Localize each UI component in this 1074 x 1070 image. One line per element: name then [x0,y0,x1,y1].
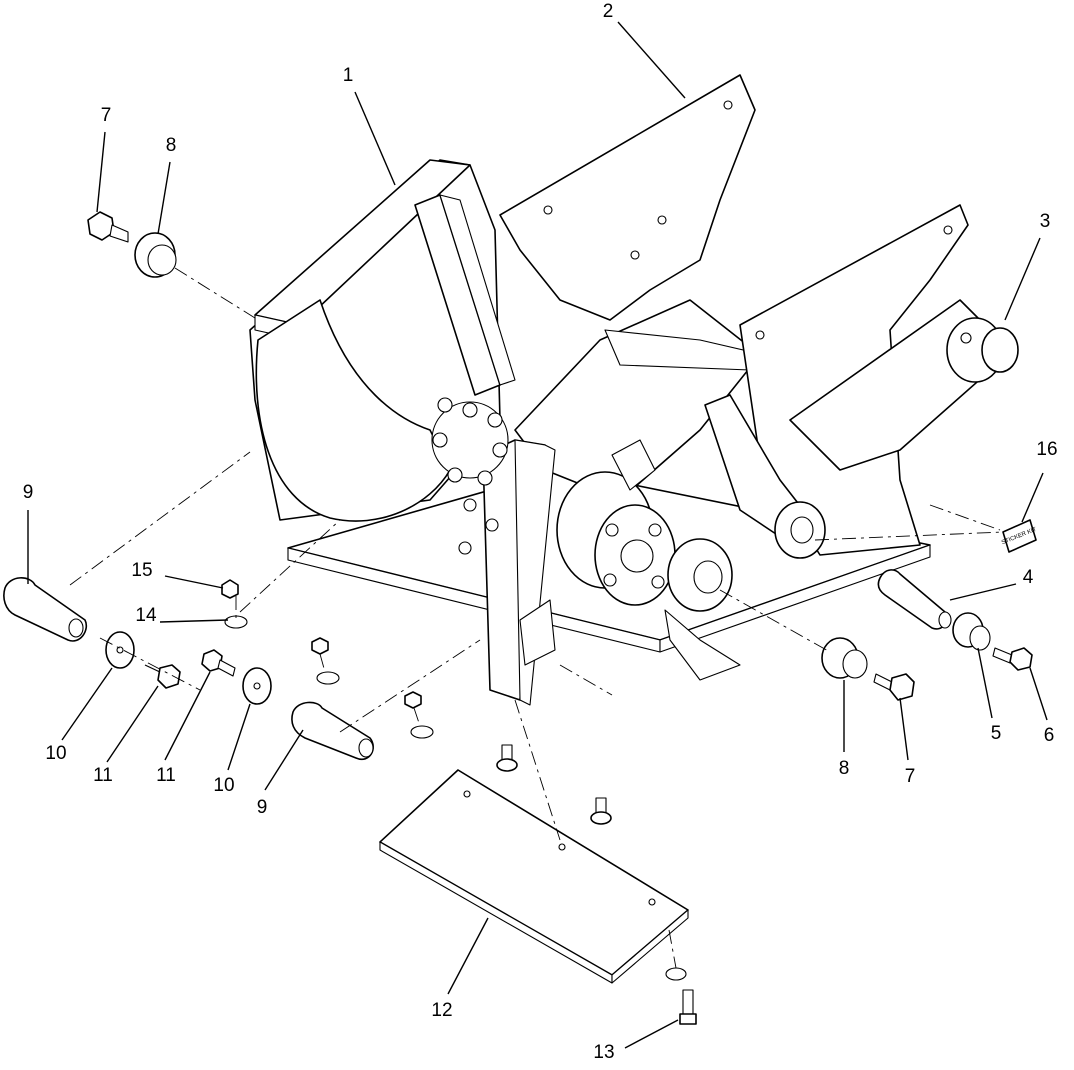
link-bushing-bore [790,516,814,544]
cutting-edge-plate [379,769,689,984]
motor-bolt [605,523,619,537]
washer-left-hole [116,646,124,654]
bushing-bottom [821,637,868,679]
roller-middle [291,701,374,761]
nut-15 [221,579,239,599]
bolt [447,467,463,483]
callout-3: 3 [1040,211,1051,232]
bolt [462,402,478,418]
leader-15 [164,575,224,589]
nut-mid [311,637,340,685]
bolt [458,541,472,555]
bolt-right [992,647,1033,671]
motor-bolt [648,523,662,537]
callout-15: 15 [131,560,152,581]
leader-5 [977,647,993,719]
pin-top-left [87,211,129,243]
callout-2: 2 [603,1,614,22]
callout-9b: 9 [257,797,268,818]
callout-labels: 1 2 3 4 5 6 7 7 8 8 9 9 10 10 11 11 12 1… [23,1,1058,1063]
callout-9a: 9 [23,482,34,503]
motor-shaft [620,539,654,573]
callout-8a: 8 [166,135,177,156]
nut-low [404,691,434,739]
leader-13 [624,1019,679,1049]
callout-12: 12 [431,1000,452,1021]
bolt [463,498,477,512]
callout-13: 13 [593,1042,614,1063]
pin-boss [946,317,1019,383]
leader-12 [447,917,489,995]
hole [657,215,667,225]
leader-1 [354,91,396,186]
motor-fitting [611,439,656,491]
bolt-left [144,664,181,689]
upright-beam-side [439,194,516,386]
hole [630,250,640,260]
bolt [477,470,493,486]
motor-bolt [603,573,617,587]
motor-bolt [651,575,665,589]
bolt-middle [201,649,236,677]
washer-middle-hole [253,682,261,690]
leader-10a [61,667,113,741]
frame-assembly [249,74,1019,706]
callout-7a: 7 [101,105,112,126]
hole [543,205,553,215]
bolt [487,412,503,428]
leader-7a [96,131,106,213]
pin-right [877,569,952,630]
callout-6: 6 [1044,725,1055,746]
lower-arm [664,609,741,681]
plate-bolt-a [496,744,518,772]
hole [755,330,765,340]
callout-11b: 11 [156,765,176,786]
upper-plate [499,74,756,321]
leader-8a [157,161,171,235]
curved-plate [255,299,451,522]
callout-10a: 10 [45,743,66,764]
callout-5: 5 [991,723,1002,744]
callout-7b: 7 [905,766,916,787]
callout-10b: 10 [213,775,234,796]
bushing-top-left [134,232,177,278]
callout-16: 16 [1036,439,1057,460]
leader-3 [1004,237,1041,321]
leader-11b [164,671,211,761]
leader-10b [227,703,251,771]
leader-16 [1021,472,1044,523]
front-post-bracket [519,599,556,666]
hole [723,100,733,110]
bolt [437,397,453,413]
bolt-bottom [873,673,915,701]
callout-14: 14 [135,605,157,626]
leader-14 [159,619,229,623]
leader-lines [27,21,1048,1049]
callout-8b: 8 [839,758,850,779]
leader-9b [264,729,304,791]
callout-1: 1 [343,65,354,86]
plate-bolt-b [590,797,612,825]
leader-2 [617,21,686,99]
callout-4: 4 [1023,567,1034,588]
leader-7b [899,697,909,761]
leader-6 [1029,667,1048,721]
base-plate-edge-right [659,544,931,653]
sticker-kit: STICKER KIT [1001,519,1038,553]
bolt-13 [665,967,697,1025]
roller-left [3,577,87,642]
bolt [432,432,448,448]
leader-11a [106,685,159,763]
bolt [492,442,508,458]
bushing-right [952,612,991,651]
center-lines [69,267,1004,969]
hole [943,225,953,235]
callout-11a: 11 [93,765,113,786]
leader-4 [949,583,1017,601]
large-bushing-bore [693,560,723,594]
bolt [485,518,499,532]
